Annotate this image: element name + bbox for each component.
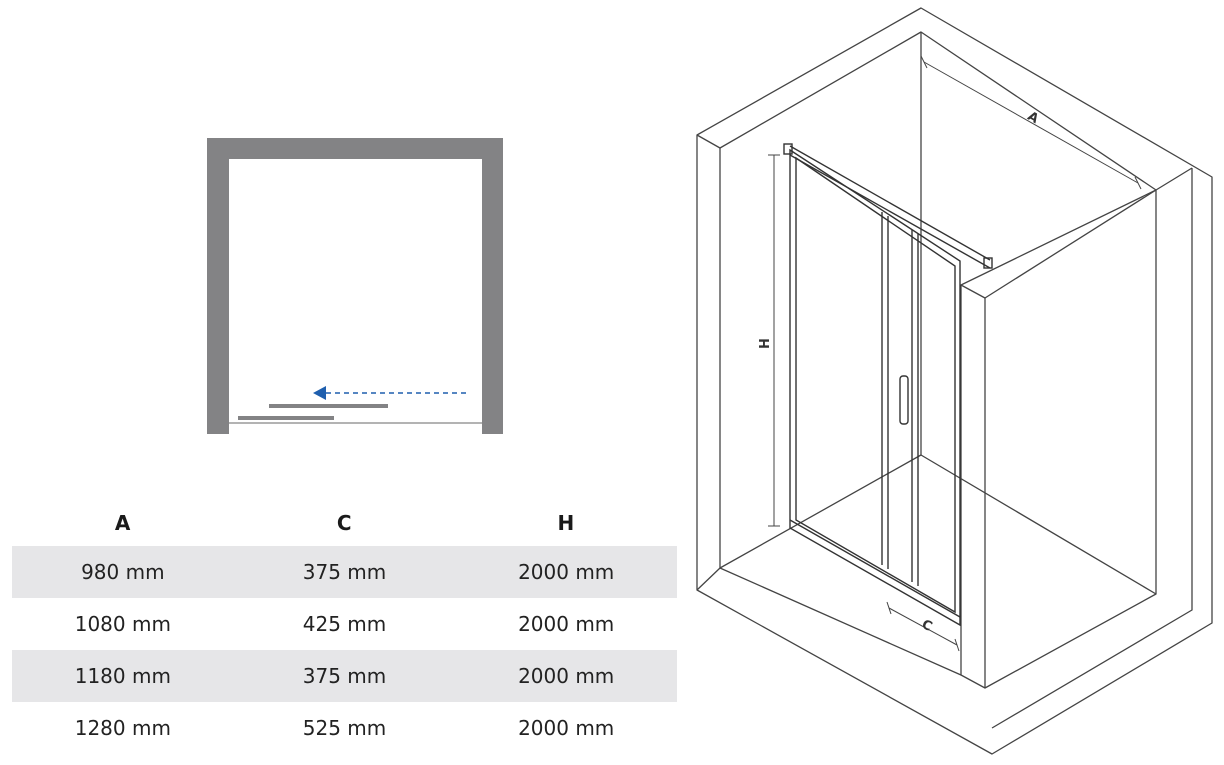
cell-h: 2000 mm (518, 716, 615, 740)
dimension-c-label: C (919, 617, 934, 635)
alcove-top-edge (696, 31, 1193, 191)
header-c: C (336, 511, 353, 535)
dimension-c (886, 601, 960, 652)
header-a: A (114, 511, 131, 535)
cell-c: 375 mm (302, 560, 387, 584)
dimensions-table: A C H 980 mm 375 mm 2000 mm 1080 mm 425 … (12, 500, 677, 754)
cell-a: 1280 mm (74, 716, 171, 740)
floor-front-edge (719, 567, 962, 676)
cell-a: 1180 mm (74, 664, 171, 688)
cell-a: 1080 mm (74, 612, 171, 636)
wall-bracket-left (783, 143, 793, 155)
fixed-door-panel (238, 416, 334, 420)
cell-c: 375 mm (302, 664, 387, 688)
shower-door (783, 143, 993, 627)
table-row: 1280 mm 525 mm 2000 mm (12, 702, 677, 754)
table-row: 1180 mm 375 mm 2000 mm (12, 650, 677, 702)
side-wall-right-edge (991, 168, 1193, 729)
cell-a: 980 mm (81, 560, 165, 584)
cell-h: 2000 mm (518, 560, 615, 584)
alcove-floor-edges (719, 454, 1157, 595)
back-wall (207, 138, 503, 159)
table-row: 1080 mm 425 mm 2000 mm (12, 598, 677, 650)
right-wall (482, 159, 503, 434)
dimension-h-label: H (758, 338, 773, 349)
wall-bracket-right (983, 257, 993, 269)
left-wall (207, 159, 229, 434)
return-wall-top-back (984, 189, 1157, 299)
cell-h: 2000 mm (518, 612, 615, 636)
floor-left-edge (696, 567, 721, 591)
table-row: 980 mm 375 mm 2000 mm (12, 546, 677, 598)
table-header: A C H (12, 500, 677, 546)
door-inner-frame (795, 156, 956, 614)
cell-h: 2000 mm (518, 664, 615, 688)
top-rail (789, 145, 991, 261)
top-rail-lower (789, 154, 991, 269)
return-wall-top (960, 284, 986, 299)
cell-c: 525 mm (302, 716, 387, 740)
dimension-a-label: A (1025, 109, 1041, 127)
arrow-left-icon (313, 386, 326, 400)
door-handle-icon (899, 375, 909, 425)
dimension-a (920, 55, 1142, 190)
dimension-h (768, 154, 780, 527)
header-h: H (557, 511, 575, 535)
front-return-wall (960, 189, 1157, 689)
cell-c: 425 mm (302, 612, 387, 636)
door-frame (789, 148, 961, 627)
sliding-door-panel (269, 404, 388, 408)
bottom-rail (789, 519, 961, 618)
